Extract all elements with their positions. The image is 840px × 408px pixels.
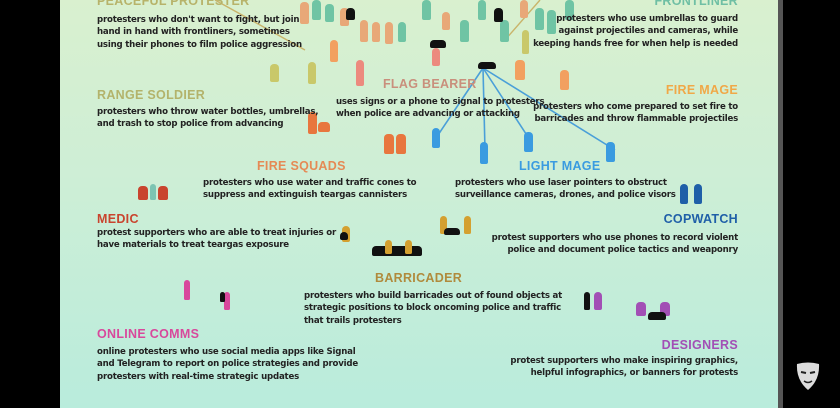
protester-figure (138, 186, 148, 200)
protester-figure (594, 292, 602, 310)
protester-figure (385, 240, 392, 254)
protester-figure (308, 112, 317, 134)
role-title: LIGHT MAGE (519, 159, 601, 173)
window-edge (778, 0, 783, 408)
role-title: RANGE SOLDIER (97, 88, 206, 102)
protester-figure (460, 20, 469, 42)
role-desc: protesters who come prepared to set fire… (533, 102, 738, 125)
protester-figure (694, 184, 702, 204)
role-desc: protest supporters who use phones to rec… (491, 233, 739, 256)
protester-figure (158, 186, 168, 200)
protester-figure (606, 142, 615, 162)
protester-figure (442, 12, 450, 30)
protester-figure (520, 0, 528, 18)
protester-figure (430, 40, 446, 48)
protester-figure (524, 132, 533, 152)
protester-figure (300, 2, 309, 24)
protester-figure (372, 22, 380, 42)
role-desc: protesters who use water and traffic con… (203, 178, 417, 201)
role-desc: protesters who use umbrellas to guard ag… (533, 14, 738, 49)
protester-figure (220, 292, 225, 302)
protester-figure (440, 216, 447, 234)
role-desc: protesters who throw water bottles, umbr… (97, 107, 319, 130)
protester-figure (464, 216, 471, 234)
protester-figure (385, 22, 393, 44)
protester-figure (384, 134, 394, 154)
protester-figure (372, 246, 422, 256)
role-desc: protest supporters who make inspiring gr… (510, 356, 738, 379)
protester-figure (312, 0, 321, 20)
protester-figure (478, 62, 496, 69)
protester-figure (330, 40, 338, 62)
role-title: ONLINE COMMS (97, 327, 200, 341)
role-title: FIRE SQUADS (257, 159, 346, 173)
protester-figure (478, 0, 486, 20)
role-desc: online protesters who use social media a… (97, 347, 358, 382)
protester-figure (480, 142, 488, 164)
protester-figure (224, 292, 230, 310)
protester-figure (515, 60, 525, 80)
protester-figure (325, 4, 334, 22)
role-title: FIRE MAGE (665, 83, 738, 97)
protester-figure (184, 280, 190, 300)
protester-figure (680, 184, 688, 204)
protester-figure (560, 70, 569, 90)
role-title: MEDIC (97, 212, 139, 226)
role-title: PEACEFUL PROTESTER (97, 0, 250, 8)
protester-figure (405, 240, 412, 254)
protester-figure (547, 10, 556, 34)
protester-figure (500, 20, 509, 42)
protester-figure (270, 64, 279, 82)
role-desc: protesters who don't want to fight, but … (97, 15, 302, 50)
protester-figure (494, 8, 503, 22)
role-title: DESIGNERS (661, 338, 738, 352)
role-title: COPWATCH (663, 212, 738, 226)
protester-figure (346, 8, 355, 20)
protester-figure (565, 0, 574, 20)
mask-icon (796, 362, 820, 390)
protester-figure (432, 128, 440, 148)
protester-figure (422, 0, 431, 20)
role-desc: protesters who build barricades out of f… (304, 291, 563, 326)
role-desc: protesters who use laser pointers to obs… (455, 178, 676, 201)
protester-figure (660, 302, 670, 316)
role-title: FLAG BEARER (383, 77, 477, 91)
signal-lines (214, 0, 616, 151)
protester-figure (522, 30, 529, 54)
protester-figure (648, 312, 666, 320)
role-desc: uses signs or a phone to signal to prote… (336, 97, 545, 120)
role-title: BARRICADER (375, 271, 463, 285)
protester-figure (360, 20, 368, 42)
protester-figure (535, 8, 544, 30)
protester-figure (318, 122, 330, 132)
protester-figure (340, 8, 349, 26)
protester-figure (150, 184, 156, 200)
protester-figure (396, 134, 406, 154)
role-desc: protest supporters who are able to treat… (97, 228, 336, 251)
infographic-panel: PEACEFUL PROTESTER protesters who don't … (60, 0, 780, 408)
protester-figure (308, 62, 316, 84)
protester-figure (584, 292, 590, 310)
protester-figure (636, 302, 646, 316)
role-title: FRONTLINER (654, 0, 738, 8)
protester-figure (432, 48, 440, 66)
protester-figure (398, 22, 406, 42)
protester-figure (444, 228, 460, 235)
protester-figure (356, 60, 364, 86)
protester-figure (340, 232, 348, 240)
